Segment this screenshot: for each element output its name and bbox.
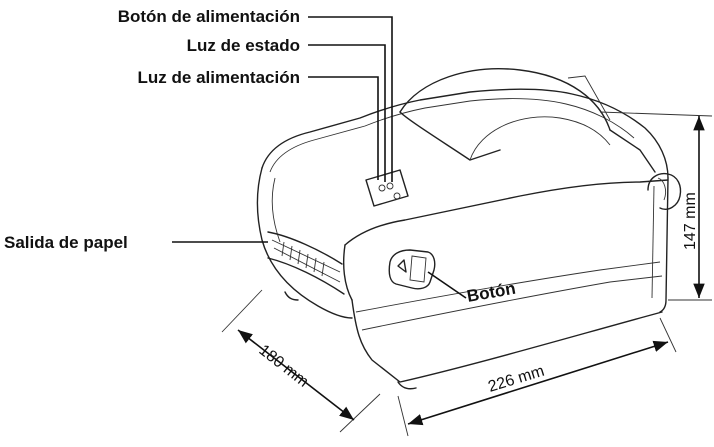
height-dimension-label: 147 mm [682,192,699,250]
side-knob [647,172,682,210]
status-light-label: Luz de estado [187,36,300,55]
callout-leaders [172,16,467,299]
paper-roll-cover [399,68,656,173]
power-light-label: Luz de alimentación [138,68,300,87]
paper-exit-label: Salida de papel [4,233,128,252]
depth-dimension-label: 180 mm [256,342,312,391]
cover-release-button [388,249,436,290]
power-button-label: Botón de alimentación [118,7,300,26]
width-dimension-label: 226 mm [486,363,546,396]
button-label: Botón [465,279,517,306]
dimension-lines [221,111,713,437]
indicator-panel [365,169,409,207]
printer-body [256,88,669,390]
